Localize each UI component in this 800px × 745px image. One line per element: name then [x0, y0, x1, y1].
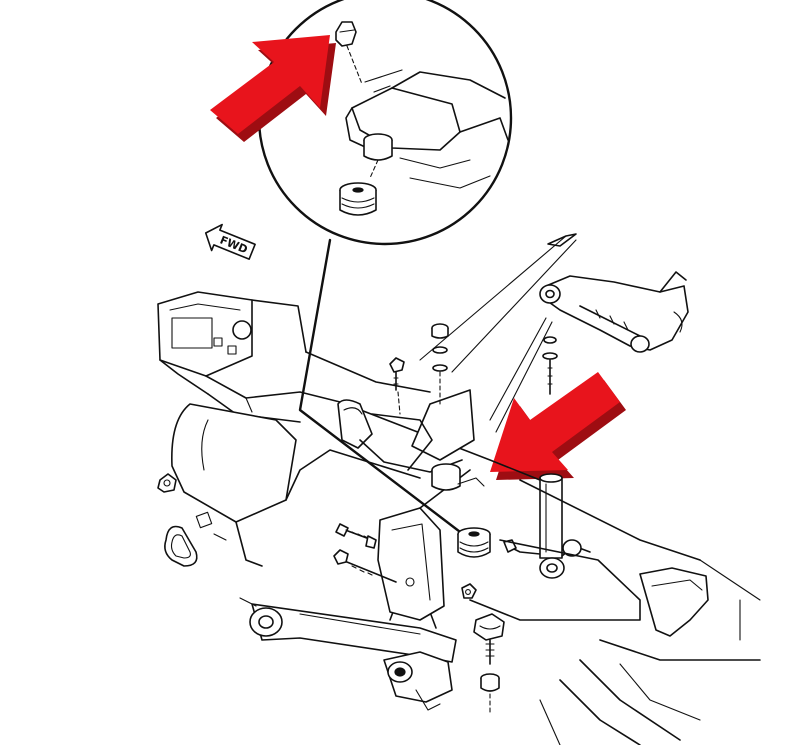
upper-mount-bushing [337, 389, 485, 491]
bolt-stack [431, 323, 449, 405]
detail-callout [257, 0, 513, 540]
right-frame [469, 539, 761, 745]
lower-bracket [377, 469, 471, 621]
shock-absorber [539, 473, 591, 579]
red-arrow-icon [490, 372, 626, 480]
detail-lower-bushing [339, 182, 377, 216]
detail-leader-line [298, 238, 470, 540]
bolt-stack [542, 336, 558, 395]
fwd-arrow-icon: FWD [204, 223, 256, 260]
nut [461, 583, 477, 599]
detail-upper-bushing [363, 133, 393, 179]
detail-bolt [335, 21, 363, 85]
frame-rail [157, 291, 541, 481]
lower-mount-bushing [457, 527, 491, 558]
lower-control-arm [239, 597, 457, 711]
long-bolt [333, 549, 397, 583]
crossmember [157, 403, 421, 567]
long-bolt [335, 523, 377, 549]
bolt-stack [389, 357, 405, 415]
lower-ball-joint [473, 613, 505, 715]
red-arrow-icon [210, 35, 336, 142]
upper-control-arm [539, 233, 689, 353]
frame-edge-lines [305, 235, 701, 561]
detail-frame-bracket [345, 69, 509, 189]
